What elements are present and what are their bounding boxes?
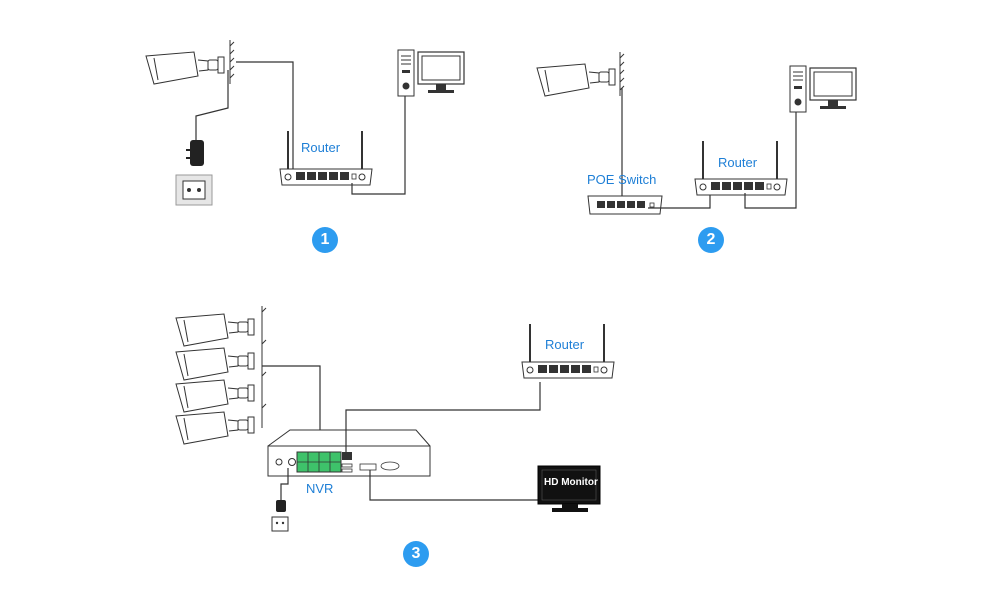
power-adapter-icon bbox=[276, 500, 286, 512]
camera-icon bbox=[175, 379, 255, 413]
nvr-icon bbox=[267, 429, 431, 477]
step-badge-2: 2 bbox=[698, 227, 724, 253]
poe-switch-icon bbox=[587, 195, 663, 215]
router-label: Router bbox=[301, 140, 341, 155]
camera-icon bbox=[175, 313, 255, 347]
camera-icon bbox=[536, 63, 616, 97]
diagram-2 bbox=[536, 51, 857, 215]
power-outlet-icon bbox=[175, 174, 213, 206]
camera-icon bbox=[175, 347, 255, 381]
step-badge-3: 3 bbox=[403, 541, 429, 567]
pc-2-icon bbox=[789, 65, 857, 113]
nvr-label: NVR bbox=[306, 481, 334, 496]
power-outlet-icon bbox=[271, 516, 289, 532]
wall-icon bbox=[229, 39, 235, 85]
hd-monitor-icon bbox=[537, 465, 601, 512]
camera-icon bbox=[145, 51, 225, 85]
pc-1-icon bbox=[397, 49, 465, 97]
step-badge-1: 1 bbox=[312, 227, 338, 253]
diagram-3 bbox=[175, 306, 615, 532]
power-adapter-icon bbox=[186, 140, 204, 166]
camera-icon bbox=[175, 411, 255, 445]
router-label: Router bbox=[545, 337, 585, 352]
router-label: Router bbox=[718, 155, 758, 170]
hd-monitor-label: HD Monitor bbox=[544, 477, 598, 488]
diagram-1 bbox=[145, 39, 465, 206]
poe-switch-label: POE Switch bbox=[587, 172, 657, 187]
